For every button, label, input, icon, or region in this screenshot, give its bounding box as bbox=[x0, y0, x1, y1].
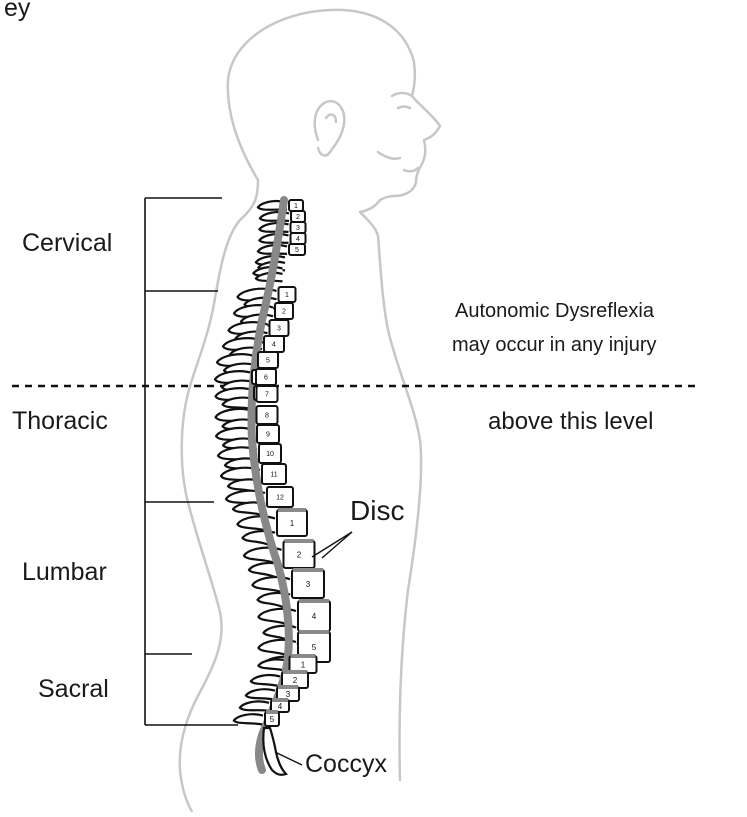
vertebra-label-sacral-1: 1 bbox=[301, 660, 306, 669]
intervertebral-disc bbox=[293, 568, 323, 572]
vertebra-label-thoracic-2: 2 bbox=[282, 309, 286, 316]
vertebra-label-thoracic-3: 3 bbox=[277, 326, 281, 333]
vertebra-label-lumbar-4: 4 bbox=[312, 612, 317, 621]
vertebra-label-thoracic-4: 4 bbox=[272, 342, 276, 349]
vertebra-label-cervical-4: 4 bbox=[296, 236, 300, 243]
vertebra-label-sacral-4: 4 bbox=[278, 702, 283, 711]
region-label-thoracic: Thoracic bbox=[12, 409, 108, 434]
intervertebral-disc bbox=[291, 654, 316, 658]
vertebra-label-thoracic-11: 11 bbox=[270, 472, 277, 479]
note-line-3: above this level bbox=[488, 410, 653, 434]
disc-label: Disc bbox=[350, 497, 404, 525]
body-silhouette bbox=[180, 10, 440, 812]
region-label-sacral: Sacral bbox=[38, 677, 109, 702]
region-label-lumbar: Lumbar bbox=[22, 560, 107, 585]
spinous-process bbox=[251, 675, 280, 686]
intervertebral-disc bbox=[272, 698, 288, 702]
vertebra-label-thoracic-1: 1 bbox=[285, 292, 289, 299]
vertebra-label-thoracic-5: 5 bbox=[266, 358, 270, 365]
intervertebral-disc bbox=[283, 670, 307, 674]
intervertebral-disc bbox=[299, 599, 329, 603]
intervertebral-disc bbox=[278, 508, 306, 512]
coccyx-shape bbox=[263, 728, 286, 775]
coccyx-label: Coccyx bbox=[305, 752, 387, 777]
vertebra-label-lumbar-1: 1 bbox=[290, 519, 295, 528]
vertebra-label-sacral-3: 3 bbox=[286, 690, 291, 699]
vertebra-label-cervical-2: 2 bbox=[296, 214, 300, 221]
vertebra-label-cervical-3: 3 bbox=[296, 225, 300, 232]
vertebra-label-lumbar-5: 5 bbox=[312, 643, 317, 652]
vertebra-label-thoracic-9: 9 bbox=[266, 432, 270, 439]
vertebra-label-cervical-5: 5 bbox=[295, 247, 299, 254]
vertebra-label-sacral-5: 5 bbox=[270, 715, 275, 724]
vertebra-label-sacral-2: 2 bbox=[293, 676, 298, 685]
disc-pointers bbox=[312, 532, 352, 558]
region-brackets bbox=[145, 198, 238, 725]
intervertebral-disc bbox=[278, 685, 298, 689]
intervertebral-disc bbox=[266, 710, 278, 714]
vertebra-label-thoracic-8: 8 bbox=[265, 413, 269, 420]
intervertebral-disc bbox=[299, 630, 329, 634]
vertebra-label-thoracic-6: 6 bbox=[264, 375, 268, 382]
vertebra-label-lumbar-3: 3 bbox=[306, 580, 311, 589]
intervertebral-disc bbox=[285, 539, 314, 543]
vertebra-label-thoracic-7: 7 bbox=[265, 392, 269, 399]
vertebra-label-lumbar-2: 2 bbox=[297, 550, 302, 559]
note-line-1: Autonomic Dysreflexia bbox=[455, 301, 654, 321]
spinous-process bbox=[246, 689, 275, 699]
vertebra-label-thoracic-12: 12 bbox=[276, 495, 284, 502]
vertebra-label-cervical-1: 1 bbox=[294, 203, 298, 210]
spinous-process bbox=[234, 714, 263, 724]
region-label-cervical: Cervical bbox=[22, 231, 112, 256]
vertebra-label-thoracic-10: 10 bbox=[266, 451, 274, 458]
partial-top-label: ey bbox=[4, 0, 30, 21]
note-line-2: may occur in any injury bbox=[452, 335, 657, 355]
spinous-process bbox=[240, 701, 269, 710]
